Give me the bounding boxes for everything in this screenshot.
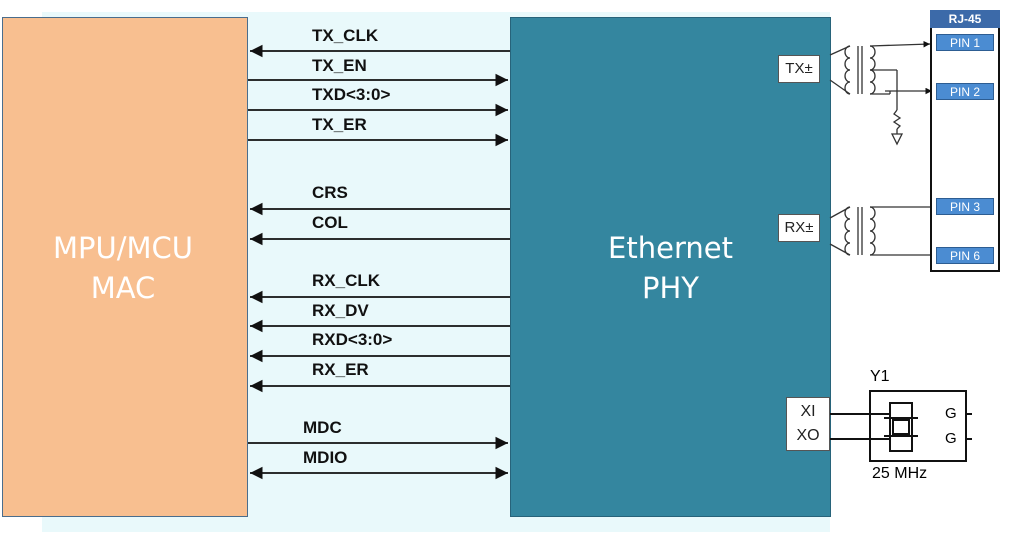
phy-label-line1: Ethernet [608, 231, 733, 265]
rj45-pin-2: PIN 2 [936, 83, 994, 100]
rx-port-label: RX± [778, 214, 820, 242]
rj45-pin-6: PIN 6 [936, 247, 994, 264]
signal-rx-dv: RX_DV [312, 301, 369, 320]
signal-txd: TXD<3:0> [312, 85, 391, 104]
phy-label-line2: PHY [641, 271, 699, 305]
signal-mdc: MDC [303, 418, 342, 437]
signal-rx-clk: RX_CLK [312, 271, 381, 290]
xo-label: XO [796, 427, 820, 444]
signal-rxd: RXD<3:0> [312, 330, 393, 349]
signal-tx-en: TX_EN [312, 56, 367, 75]
tx-port-label: TX± [778, 55, 820, 83]
signal-rx-er: RX_ER [312, 360, 369, 379]
mac-block [2, 17, 248, 517]
signal-mdio: MDIO [303, 448, 348, 467]
crystal-symbol [830, 390, 972, 462]
crystal-ground-top: G [945, 405, 957, 422]
signal-crs: CRS [312, 183, 348, 202]
rx-transformer [829, 206, 936, 256]
signal-tx-er: TX_ER [312, 115, 367, 134]
mac-label: MPU/MCU MAC [0, 228, 246, 308]
mac-label-line1: MPU/MCU [52, 231, 193, 265]
rj45-pin-3: PIN 3 [936, 198, 994, 215]
tx-transformer [829, 40, 932, 146]
crystal-ref: Y1 [870, 368, 890, 385]
rj45-connector [930, 10, 1000, 272]
rj45-title: RJ-45 [930, 10, 1000, 28]
crystal-frequency: 25 MHz [872, 465, 928, 482]
crystal-ground-bottom: G [945, 430, 957, 447]
phy-block [510, 17, 831, 517]
mac-label-line2: MAC [90, 271, 156, 305]
xi-label: XI [800, 403, 816, 420]
clock-port-box: XI XO [786, 397, 830, 451]
signal-tx-clk: TX_CLK [312, 26, 379, 45]
signal-col: COL [312, 213, 348, 232]
rj45-pin-1: PIN 1 [936, 34, 994, 51]
phy-label: Ethernet PHY [510, 228, 831, 308]
